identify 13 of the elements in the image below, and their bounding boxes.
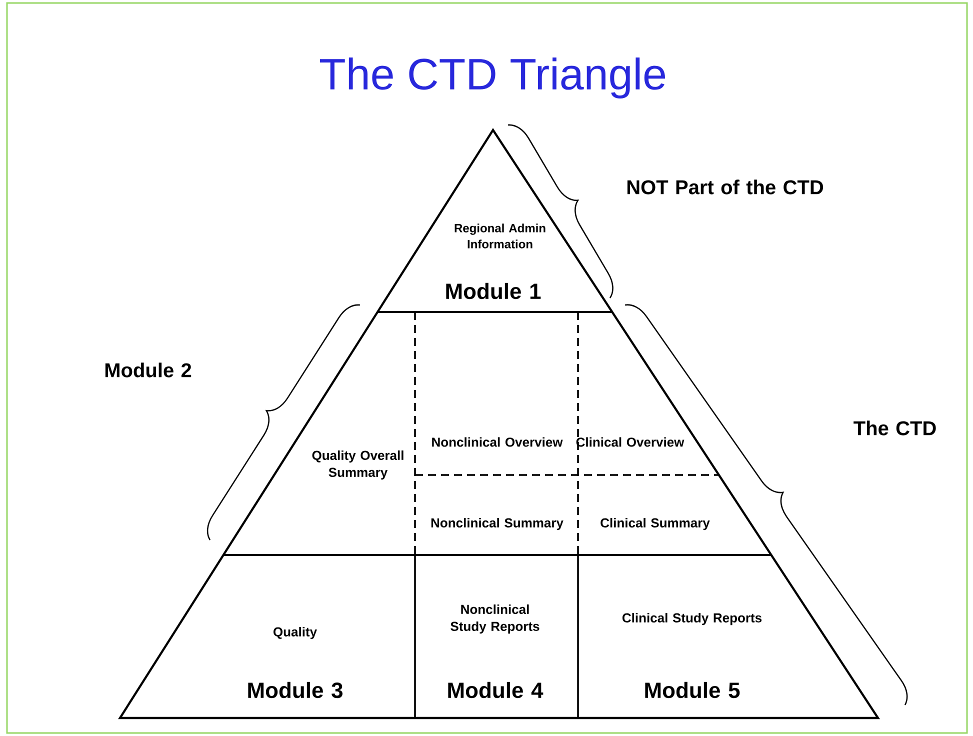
pyramid-section: Clinical Study Reports Module 5 (622, 612, 762, 698)
pyramid-section: Quality Overall Summary (312, 450, 404, 480)
title: The CTD Triangle (320, 58, 666, 98)
annotation-label: The CTD (854, 420, 936, 436)
pyramid-section: Regional Admin Information Module 1 (446, 224, 546, 300)
pyramid-section: Clinical Overview (576, 437, 684, 447)
pyramid-section: Quality Module 3 (248, 626, 342, 698)
pyramid-section: Nonclinical Overview (432, 437, 563, 447)
pyramid-section: Nonclinical Summary (431, 518, 564, 530)
annotation-label: NOT Part of the CTD (627, 180, 824, 194)
pyramid-section: Clinical Summary (600, 518, 710, 530)
pyramid-section: Nonclinical Study Reports Module 4 (448, 604, 544, 698)
annotation-label: Module 2 (105, 362, 192, 378)
